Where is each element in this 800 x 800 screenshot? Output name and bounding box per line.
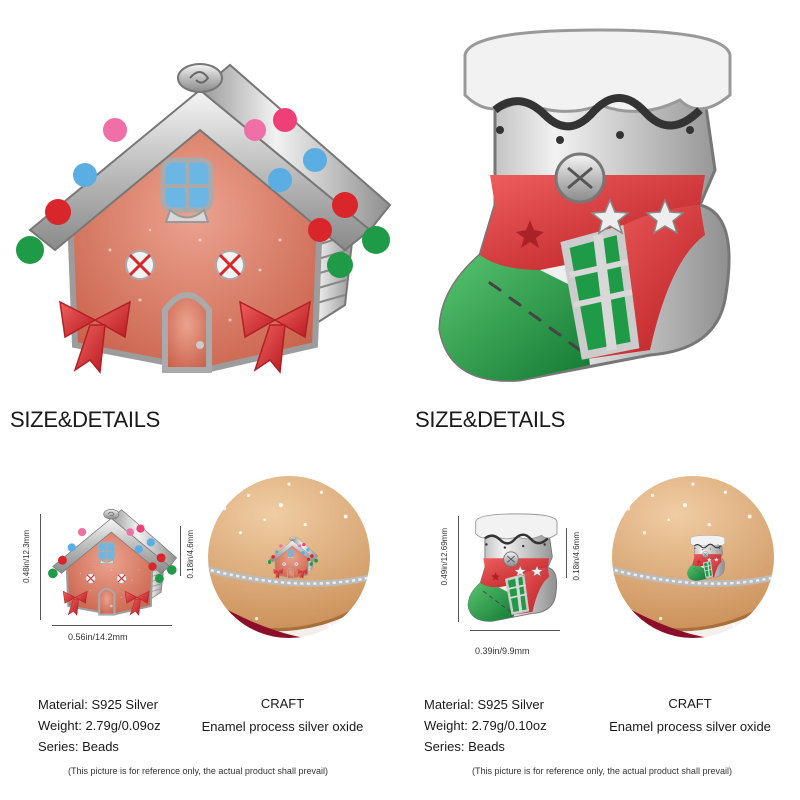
width-label-right: 0.39in/9.9mm [475, 646, 530, 656]
size-details-heading-left: SIZE&DETAILS [10, 407, 161, 432]
depth-label-left: 0.18in/4.6mm [186, 530, 195, 579]
material-left: Material: S925 Silver [38, 697, 158, 712]
width-label-left: 0.56in/14.2mm [68, 632, 128, 642]
height-label-left: 0.48in/12.3mm [22, 530, 31, 583]
craft-title-right: CRAFT [668, 696, 712, 711]
height-label-right: 0.49in/12.69mm [440, 528, 449, 586]
disclaimer-left: (This picture is for reference only, the… [68, 766, 328, 776]
specs-right: Material: S925 Silver Weight: 2.79g/0.10… [424, 694, 547, 757]
height-dimension-line-right [458, 516, 459, 622]
christmas-stocking-charm-image [400, 20, 800, 395]
bracelet-photo-right [612, 476, 774, 638]
bracelet-photo-left [208, 476, 370, 638]
depth-dimension-line-right [566, 528, 567, 578]
craft-right: CRAFT Enamel process silver oxide [605, 696, 775, 734]
height-dimension-line-left [40, 514, 41, 620]
series-left: Series: Beads [38, 739, 119, 754]
gingerbread-house-dimension-image [47, 508, 178, 618]
weight-left: Weight: 2.79g/0.09oz [38, 718, 161, 733]
depth-dimension-line-left [180, 526, 181, 576]
stocking-dimension-image [465, 510, 560, 625]
craft-text-right: Enamel process silver oxide [609, 719, 771, 734]
craft-left: CRAFT Enamel process silver oxide [200, 696, 365, 734]
disclaimer-right: (This picture is for reference only, the… [472, 766, 732, 776]
series-right: Series: Beads [424, 739, 505, 754]
width-dimension-line-left [52, 625, 172, 626]
width-dimension-line-right [470, 630, 560, 631]
material-right: Material: S925 Silver [424, 697, 544, 712]
craft-text-left: Enamel process silver oxide [201, 719, 364, 734]
weight-right: Weight: 2.79g/0.10oz [424, 718, 547, 733]
gingerbread-house-charm-image [0, 40, 400, 390]
specs-left: Material: S925 Silver Weight: 2.79g/0.09… [38, 694, 161, 757]
craft-title-left: CRAFT [260, 696, 305, 711]
size-details-heading-right: SIZE&DETAILS [415, 407, 566, 432]
depth-label-right: 0.18in/4.6mm [572, 532, 581, 581]
